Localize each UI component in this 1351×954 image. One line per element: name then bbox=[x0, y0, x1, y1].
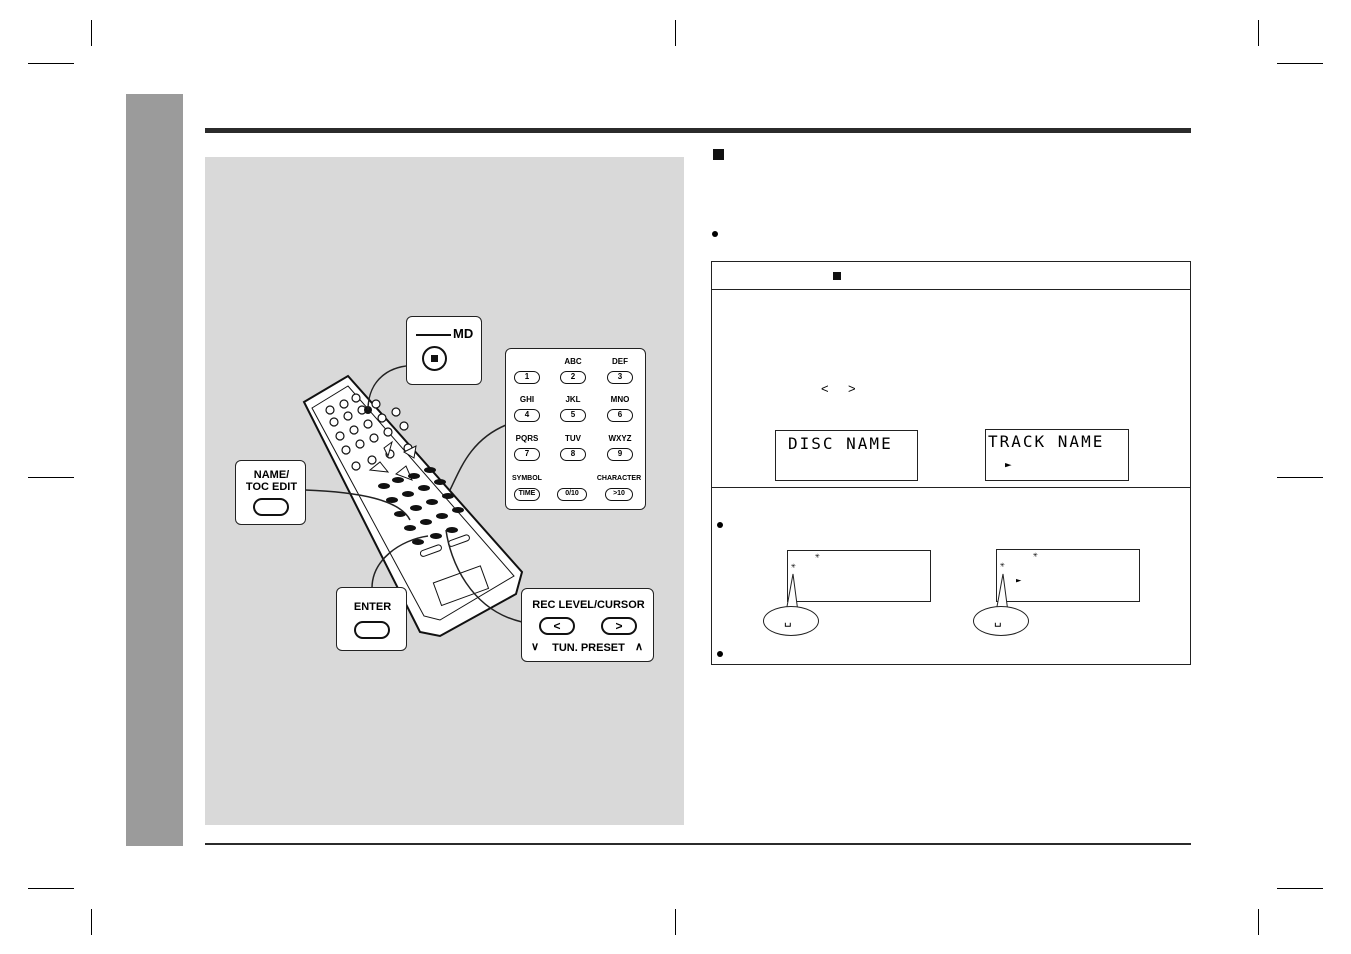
key-4[interactable]: 4 bbox=[514, 409, 540, 422]
crop-mark bbox=[28, 63, 74, 64]
rec-level-label: REC LEVEL/CURSOR bbox=[532, 599, 645, 611]
cursor-lt-glyph: < bbox=[821, 381, 829, 396]
cursor-gt-glyph: > bbox=[848, 381, 856, 396]
name-toc-edit-callout: NAME/ TOC EDIT bbox=[235, 460, 306, 525]
bullet-icon bbox=[717, 651, 723, 657]
key-letters-5: JKL bbox=[565, 395, 581, 404]
tun-preset-label: TUN. PRESET bbox=[552, 642, 625, 654]
enter-callout: ENTER bbox=[336, 587, 407, 651]
key-0-10[interactable]: 0/10 bbox=[557, 488, 587, 501]
enter-label: ENTER bbox=[353, 601, 392, 613]
key-9[interactable]: 9 bbox=[607, 448, 633, 461]
key-6[interactable]: 6 bbox=[607, 409, 633, 422]
crop-mark bbox=[1277, 63, 1323, 64]
crop-mark bbox=[28, 477, 74, 478]
stop-button[interactable] bbox=[422, 346, 447, 371]
name-toc-label-line2: TOC EDIT bbox=[245, 481, 298, 493]
lcd-disc-text: DISC NAME bbox=[788, 434, 893, 453]
cursor-right-glyph: > bbox=[615, 619, 623, 633]
lcd-input-disc: ✳ ✳ bbox=[787, 550, 931, 602]
name-toc-label-line1: NAME/ bbox=[253, 469, 290, 481]
key-5[interactable]: 5 bbox=[560, 409, 586, 422]
stop-icon bbox=[431, 355, 438, 362]
crop-mark bbox=[1258, 909, 1259, 935]
footer-rule bbox=[205, 843, 1191, 845]
table-header-stop-icon bbox=[833, 272, 841, 280]
crop-mark bbox=[1277, 477, 1323, 478]
key-7[interactable]: 7 bbox=[514, 448, 540, 461]
cursor-right-button[interactable]: > bbox=[601, 617, 637, 635]
space-glyph: ␣ bbox=[784, 613, 792, 627]
section-tab bbox=[126, 94, 183, 846]
md-stop-callout: MD bbox=[406, 316, 482, 385]
lcd-disc-name: DISC NAME bbox=[775, 430, 918, 481]
key-letters-4: GHI bbox=[519, 395, 535, 404]
cursor-blink-icon: ✳ bbox=[1000, 560, 1005, 569]
chevron-up-icon: ∧ bbox=[635, 641, 644, 653]
row-divider bbox=[712, 289, 1190, 290]
crop-mark bbox=[1277, 888, 1323, 889]
name-toc-edit-button[interactable] bbox=[253, 498, 289, 516]
key-letters-6: MNO bbox=[610, 395, 630, 404]
key-letters-character: CHARACTER bbox=[596, 475, 642, 482]
md-label: MD bbox=[453, 326, 474, 341]
crop-mark bbox=[91, 909, 92, 935]
keypad-callout: ABC DEF 1 2 3 GHI JKL MNO 4 5 6 PQRS TUV… bbox=[505, 348, 646, 510]
space-zoom-bubble: ␣ bbox=[973, 606, 1029, 636]
crop-mark bbox=[675, 20, 676, 46]
cursor-blink-icon: ✳ bbox=[791, 561, 796, 570]
key-letters-symbol: SYMBOL bbox=[512, 475, 542, 482]
chevron-down-icon: ∨ bbox=[531, 641, 540, 653]
bullet-icon bbox=[712, 231, 718, 237]
lcd-track-text: TRACK NAME bbox=[988, 432, 1105, 451]
space-zoom-bubble: ␣ bbox=[763, 606, 819, 636]
play-arrow-icon: ► bbox=[1005, 458, 1012, 471]
rec-level-cursor-callout: REC LEVEL/CURSOR < > ∨ TUN. PRESET ∧ bbox=[521, 588, 654, 662]
key-letters-7: PQRS bbox=[515, 434, 539, 443]
md-line bbox=[416, 334, 451, 336]
bullet-icon bbox=[717, 522, 723, 528]
enter-button[interactable] bbox=[354, 621, 390, 639]
crop-mark bbox=[675, 909, 676, 935]
play-arrow-icon: ► bbox=[1016, 576, 1022, 586]
section-square-icon bbox=[713, 149, 724, 160]
key-2[interactable]: 2 bbox=[560, 371, 586, 384]
zoom-pointer bbox=[785, 573, 799, 613]
crop-mark bbox=[91, 20, 92, 46]
lcd-track-name: TRACK NAME ► bbox=[985, 429, 1129, 481]
header-rule bbox=[205, 128, 1191, 133]
key-letters-3: DEF bbox=[612, 357, 628, 366]
crop-mark bbox=[28, 888, 74, 889]
key-1[interactable]: 1 bbox=[514, 371, 540, 384]
zoom-pointer bbox=[995, 573, 1009, 613]
cursor-blink-icon: ✳ bbox=[1033, 550, 1038, 559]
crop-mark bbox=[1258, 20, 1259, 46]
cursor-blink-icon: ✳ bbox=[815, 551, 820, 560]
space-glyph: ␣ bbox=[994, 613, 1002, 627]
row-divider bbox=[712, 487, 1190, 488]
procedure-table: < > DISC NAME TRACK NAME ► ✳ ✳ ␣ ✳ ✳ ► ␣ bbox=[711, 261, 1191, 665]
key-time[interactable]: TIME bbox=[514, 488, 540, 501]
cursor-left-glyph: < bbox=[553, 619, 561, 633]
remote-illustration bbox=[302, 364, 524, 638]
key-letters-2: ABC bbox=[564, 357, 582, 366]
key-8[interactable]: 8 bbox=[560, 448, 586, 461]
key-letters-8: TUV bbox=[565, 434, 581, 443]
key-letters-9: WXYZ bbox=[608, 434, 632, 443]
lcd-input-track: ✳ ✳ ► bbox=[996, 549, 1140, 602]
key-greater-10[interactable]: >10 bbox=[605, 488, 633, 501]
cursor-left-button[interactable]: < bbox=[539, 617, 575, 635]
key-3[interactable]: 3 bbox=[607, 371, 633, 384]
